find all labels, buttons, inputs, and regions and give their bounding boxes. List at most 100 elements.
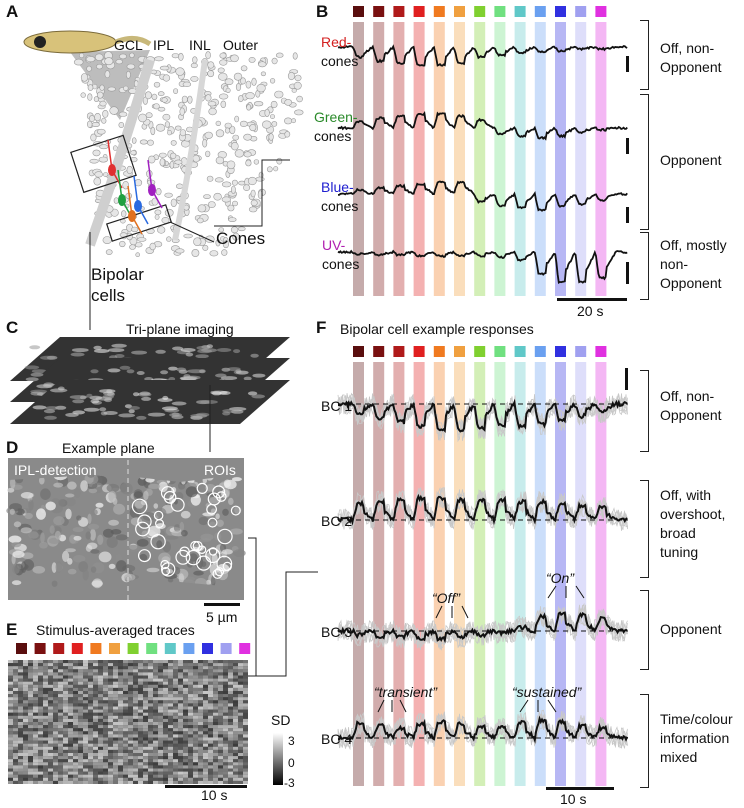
b-stim-swatch [534,6,546,17]
cone-red-1: Red- [321,34,352,50]
imaging-plane-3-blob [200,400,218,404]
heatmap-cell [28,743,33,747]
heatmap-cell [213,749,218,753]
heatmap-cell [233,694,238,698]
heatmap-cell [173,675,178,679]
bc1-trace-trial [337,393,628,441]
heatmap-cell [148,749,153,753]
ipl-pixel [65,497,76,507]
retina-cell [245,92,255,100]
heatmap-cell [28,722,33,726]
heatmap-cell [238,660,243,664]
heatmap-cell [168,728,173,732]
heatmap-cell [198,728,203,732]
retina-cell [105,249,113,255]
heatmap-cell [8,777,13,781]
heatmap-cell [173,694,178,698]
heatmap-cell [158,691,163,695]
ipl-pixel [28,531,39,539]
heatmap-cell [58,774,63,778]
heatmap-cell [13,669,18,673]
ipl-pixel [20,527,32,534]
ipl-pixel [51,562,57,573]
retina-cell [275,52,284,58]
ipl-pixel [158,552,171,564]
bc2-label: BC 2 [321,513,353,529]
heatmap-cell [193,681,198,685]
heatmap-cell [68,765,73,769]
heatmap-cell [58,709,63,713]
imaging-plane-3-blob [43,409,56,414]
heatmap-cell [33,675,38,679]
heatmap-cell [238,771,243,775]
heatmap-cell [213,725,218,729]
heatmap-cell [103,691,108,695]
heatmap-cell [213,672,218,676]
heatmap-cell [103,678,108,682]
scalebar-f-time [546,787,614,790]
annotation-tick [399,699,407,713]
heatmap-cell [63,703,68,707]
f-stim-band [514,362,526,786]
bc1-label: BC 1 [321,398,353,414]
heatmap-cell [103,697,108,701]
heatmap-cell [163,678,168,682]
retina-cell [218,227,224,233]
heatmap-cell [218,694,223,698]
roi-outline [208,547,218,556]
heatmap-cell [148,762,153,766]
heatmap-cell [183,700,188,704]
heatmap-cell [128,734,133,738]
heatmap-cell [23,684,28,688]
retina-cell [294,109,304,116]
f-stim-band [454,362,465,786]
heatmap-cell [68,691,73,695]
heatmap-cell [133,756,138,760]
heatmap-cell [123,700,128,704]
heatmap-cell [38,675,43,679]
heatmap-cell [218,687,223,691]
heatmap-cell [223,743,228,747]
f-stim-band [595,362,607,786]
retina-cell [217,67,225,74]
heatmap-cell [23,694,28,698]
heatmap-cell [43,718,48,722]
heatmap-cell [23,703,28,707]
heatmap-cell [18,712,23,716]
heatmap-cell [158,669,163,673]
heatmap-cell [243,725,248,729]
heatmap-cell [103,712,108,716]
retina-cell [167,129,172,136]
heatmap-cell [208,780,213,784]
heatmap-cell [128,715,133,719]
heatmap-cell [188,709,193,713]
heatmap-cell [128,700,133,704]
heatmap-cell [38,777,43,781]
heatmap-cell [123,746,128,750]
ipl-pixel [113,503,126,515]
heatmap-cell [228,765,233,769]
heatmap-cell [58,715,63,719]
heatmap-cell [8,765,13,769]
heatmap-cell [113,759,118,763]
heatmap-cell [23,725,28,729]
heatmap-cell [138,762,143,766]
imaging-plane-3-blob [147,412,166,417]
heatmap-cell [173,746,178,750]
heatmap-cell [183,737,188,741]
heatmap-cell [33,718,38,722]
heatmap-cell [28,749,33,753]
heatmap-cell [43,731,48,735]
heatmap-cell [98,712,103,716]
retina-cell [224,78,234,85]
retina-cell [227,204,235,212]
retina-cell [176,183,184,189]
heatmap-cell [113,749,118,753]
heatmap-cell [163,765,168,769]
heatmap-cell [178,715,183,719]
heatmap-cell [143,762,148,766]
ipl-pixel [178,573,185,583]
heatmap-cell [48,715,53,719]
heatmap-cell [128,780,133,784]
heatmap-cell [188,777,193,781]
